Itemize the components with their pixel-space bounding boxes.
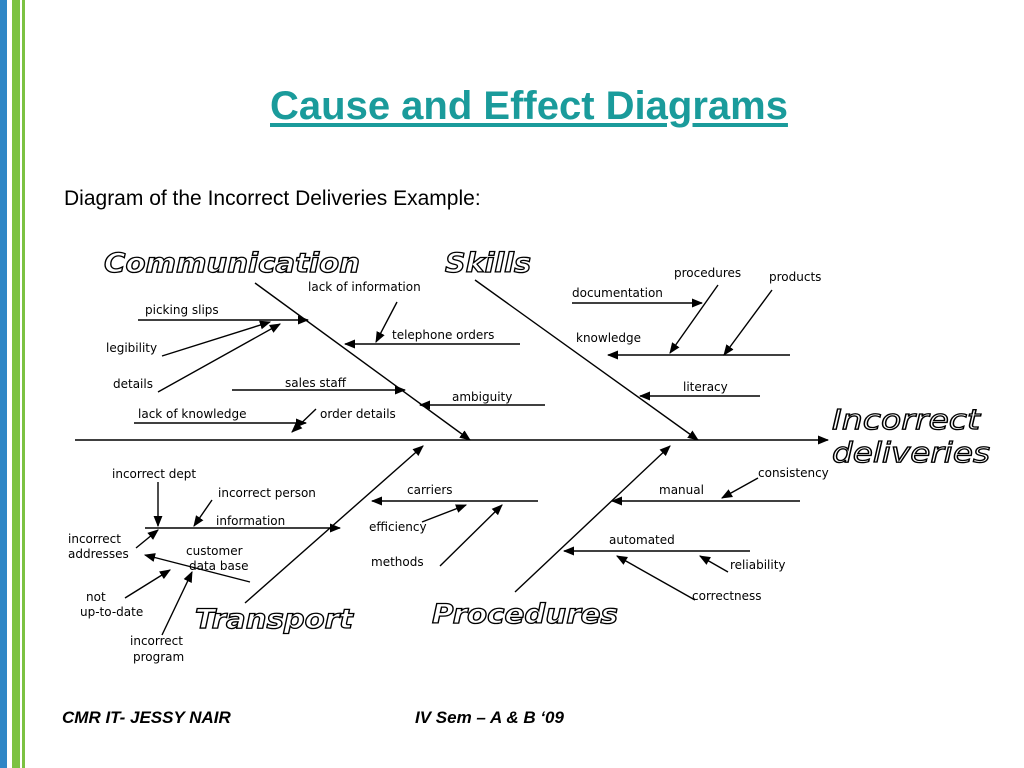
footer-semester: IV Sem – A & B ‘09 [415,708,564,727]
category-transport: Transport [195,604,354,635]
label-order-details: order details [320,407,396,421]
customer-data-base-line [143,553,251,583]
label-telephone-orders: telephone orders [392,328,494,342]
label-picking-slips: picking slips [145,303,219,317]
incorrect-program-arrow [161,570,193,636]
not-up-to-date-arrow [124,569,171,599]
label-incorrect-addresses-2: addresses [68,547,129,561]
label-lack-of-knowledge: lack of knowledge [138,407,246,421]
slide-title: Cause and Effect Diagrams [270,84,788,128]
label-incorrect-person: incorrect person [218,486,316,500]
label-manual: manual [659,483,704,497]
communication-bone [254,282,471,441]
label-documentation: documentation [572,286,663,300]
lack-of-information-arrow [375,301,398,343]
consistency-arrow [721,477,759,499]
left-green-thin-bar [22,0,25,768]
methods-arrow [439,504,503,567]
label-efficiency: efficiency [369,520,427,534]
label-procedures: procedures [674,266,741,280]
correctness-line [616,555,696,601]
procedures-arrow [669,284,719,354]
order-details-arrow [291,408,317,433]
efficiency-arrow [421,504,468,523]
category-communication: Communication [104,248,360,279]
label-lack-of-information: lack of information [308,280,421,294]
label-not-up-to-date-2: up-to-date [80,605,143,619]
slide-subtitle: Diagram of the Incorrect Deliveries Exam… [64,187,481,210]
label-products: products [769,270,821,284]
label-customer-data-base-2: data base [189,559,248,573]
label-literacy: literacy [683,380,728,394]
label-not-up-to-date-1: not [86,590,106,604]
label-incorrect-addresses-1: incorrect [68,532,121,546]
left-blue-bar [0,0,7,768]
label-legibility: legibility [106,341,157,355]
skills-bone [474,279,699,441]
label-incorrect-program-2: program [133,650,184,664]
left-green-bar [12,0,20,768]
label-sales-staff: sales staff [285,376,347,390]
incorrect-addresses-arrow [135,529,159,549]
label-reliability: reliability [730,558,786,572]
category-skills: Skills [445,248,531,279]
label-carriers: carriers [407,483,453,497]
effect-line-2: deliveries [832,436,990,469]
label-knowledge: knowledge [576,331,641,345]
label-incorrect-dept: incorrect dept [112,467,196,481]
reliability-arrow [699,555,729,573]
label-methods: methods [371,555,424,569]
label-information: information [216,514,285,528]
label-consistency: consistency [758,466,829,480]
label-ambiguity: ambiguity [452,390,512,404]
effect-line-1: Incorrect [832,403,981,436]
products-arrow [723,289,773,356]
details-arrow [157,323,281,393]
incorrect-person-arrow [193,499,213,527]
legibility-arrow [161,320,272,357]
label-correctness: correctness [692,589,762,603]
label-details: details [113,377,153,391]
category-procedures: Procedures [432,599,618,630]
procedures-bone [514,445,671,593]
label-automated: automated [609,533,675,547]
label-incorrect-program-1: incorrect [130,634,183,648]
footer-author: CMR IT- JESSY NAIR [62,708,231,727]
label-customer-data-base-1: customer [186,544,243,558]
